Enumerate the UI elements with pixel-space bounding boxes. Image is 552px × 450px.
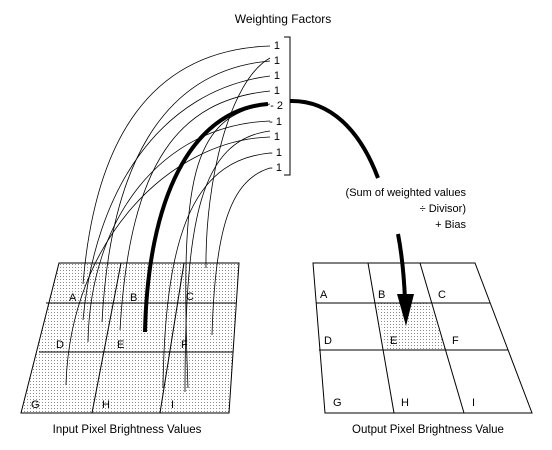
output-grid-vline (419, 262, 465, 414)
output-cell-label: G (333, 397, 342, 409)
connector-curve (101, 60, 271, 323)
formula-bias: + Bias (435, 219, 466, 231)
input-cell-label: C (186, 291, 194, 303)
connector-curve (205, 57, 271, 269)
weight-2: 1 (274, 55, 280, 67)
input-grid-vline (91, 262, 122, 414)
input-cell-label: E (117, 339, 124, 351)
input-grid-caption: Input Pixel Brightness Values (53, 424, 202, 436)
input-cell-label: A (69, 292, 77, 304)
input-cell-label: H (102, 399, 110, 411)
input-grid-vline (159, 262, 185, 414)
output-grid: A B C D E F G H I (312, 262, 533, 414)
weights-list: 1 1 1 1 - 2 - 1 1 - 1 - 1 (269, 40, 283, 174)
weights-bracket (284, 36, 291, 176)
result-arrow-shaft (396, 233, 407, 301)
result-arrow-head (397, 294, 414, 326)
output-cell-label: C (438, 289, 446, 301)
weight-1: 1 (274, 40, 280, 52)
input-cell-label: F (181, 339, 188, 351)
weight-3: 1 (274, 70, 280, 82)
connector-curve (82, 45, 271, 285)
weight-5: - 2 (270, 100, 283, 112)
connector-curve (87, 120, 271, 343)
input-cell-label: D (56, 339, 64, 351)
output-cell-label: I (472, 397, 475, 409)
weight-8: - 1 (269, 147, 282, 159)
input-grid: A B C D E F G H I (20, 262, 240, 414)
output-cell-label: F (452, 335, 459, 347)
output-cell-label: B (378, 289, 385, 301)
output-cell-label: E (390, 335, 397, 347)
connector-curve (82, 75, 271, 321)
output-grid-vline (367, 262, 395, 414)
weight-9: - 1 (269, 162, 282, 174)
connector-curve (65, 136, 271, 386)
output-highlight-cell-e (377, 303, 446, 350)
center-weight-curve (143, 102, 269, 333)
connector-curve (211, 167, 271, 336)
connector-curve (162, 152, 271, 389)
weight-4: 1 (274, 85, 280, 97)
weight-6: - 1 (269, 116, 282, 128)
connector-curve (119, 90, 271, 331)
diagram-title: Weighting Factors (235, 12, 332, 26)
formula-divisor: ÷ Divisor) (420, 203, 466, 215)
output-cell-label: D (324, 335, 332, 347)
weight-connectors (65, 45, 271, 393)
output-cell-label: A (320, 289, 328, 301)
formula-sum: (Sum of weighted values (346, 187, 467, 199)
result-arrow-curve (289, 98, 380, 179)
input-cell-label: G (31, 399, 40, 411)
output-cell-label: H (401, 397, 409, 409)
input-cell-label: B (130, 292, 137, 304)
output-grid-caption: Output Pixel Brightness Value (352, 424, 504, 436)
output-grid-border (312, 262, 533, 414)
input-cell-label: I (171, 399, 174, 411)
weight-7: 1 (274, 131, 280, 143)
input-grid-fill (20, 262, 240, 414)
